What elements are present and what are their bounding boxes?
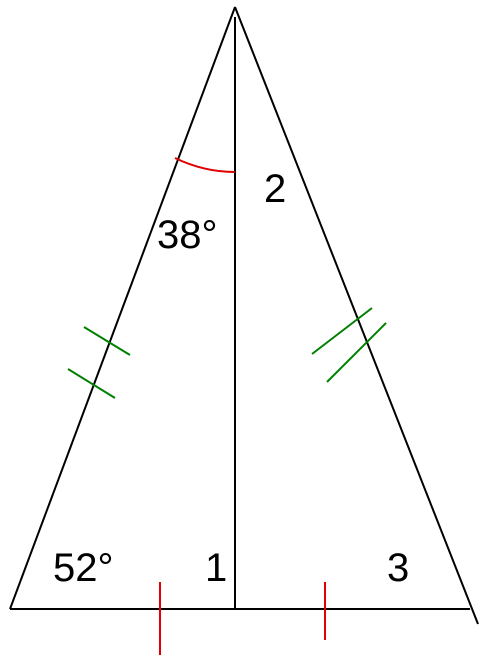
right-side-tick-upper (311, 307, 373, 355)
base-center-angle-label: 1 (205, 546, 227, 590)
right-side-ticks (311, 307, 387, 383)
base-right-angle-label: 3 (387, 546, 409, 590)
right-side-tick-lower (326, 322, 387, 383)
left-side-ticks (67, 326, 131, 399)
base-left-angle-label: 52° (53, 546, 114, 590)
left-side-tick-upper (83, 326, 131, 356)
left-side-tick-lower (67, 368, 116, 399)
apex-angle-label: 38° (157, 213, 218, 257)
apex-right-angle-label: 2 (264, 167, 286, 211)
triangle-left-side (9, 6, 236, 610)
apex-angle-arc (174, 157, 236, 173)
triangle-right-side (234, 6, 479, 625)
